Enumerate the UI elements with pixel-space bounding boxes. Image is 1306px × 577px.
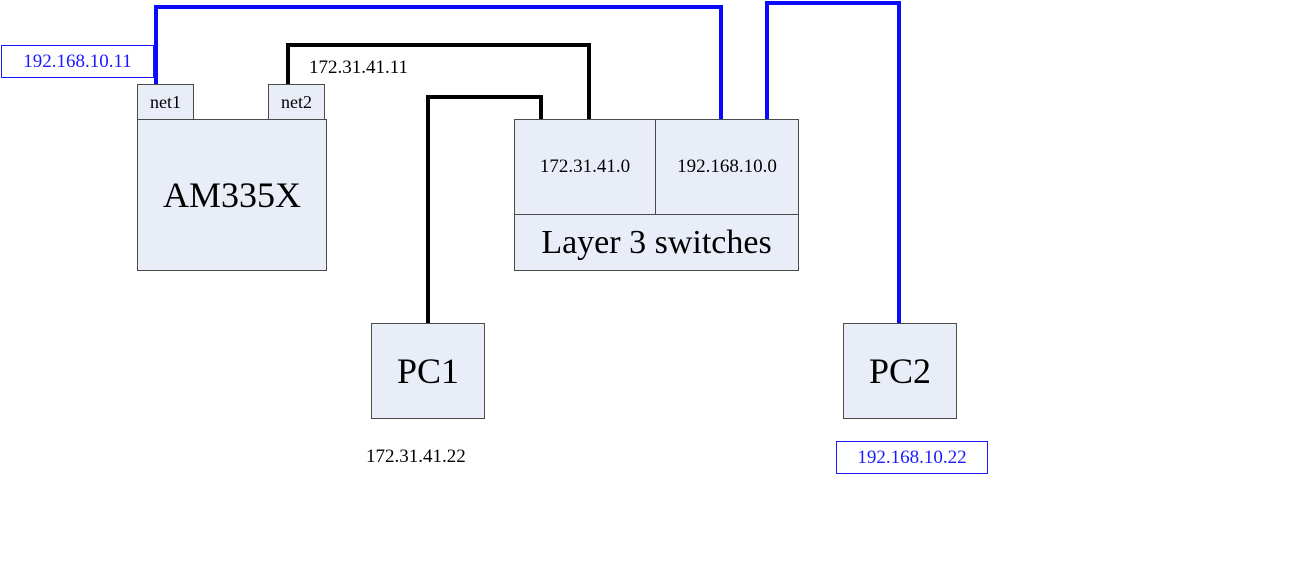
switch-subnet-a: 172.31.41.0	[539, 156, 631, 177]
pc2-ip-box: 192.168.10.22	[836, 441, 988, 474]
net1-ip-box: 192.168.10.11	[1, 45, 154, 78]
switch-label: Layer 3 switches	[541, 223, 772, 261]
am335x-device: AM335X	[137, 119, 327, 271]
switch-subnet-b: 192.168.10.0	[677, 156, 777, 177]
net2-port: net2	[268, 84, 325, 120]
pc1-device: PC1	[371, 323, 485, 419]
link-pc2-to-switch	[765, 1, 901, 324]
switch-subnet-b-cell: 192.168.10.0	[656, 120, 798, 215]
pc2-label: PC2	[868, 351, 932, 391]
pc1-label: PC1	[396, 351, 460, 391]
pc1-ip: 172.31.41.22	[366, 446, 466, 467]
pc2-ip: 192.168.10.22	[857, 446, 967, 468]
net1-port: net1	[137, 84, 194, 120]
net1-label: net1	[150, 91, 181, 112]
net1-ip: 192.168.10.11	[23, 50, 132, 72]
layer3-switch: 172.31.41.0 192.168.10.0 Layer 3 switche…	[514, 119, 799, 271]
am335x-label: AM335X	[162, 175, 301, 215]
switch-label-cell: Layer 3 switches	[515, 215, 798, 270]
link-net2-to-switch	[286, 43, 591, 120]
net2-ip: 172.31.41.11	[309, 57, 409, 78]
link-pc1-to-switch	[426, 95, 543, 324]
pc2-device: PC2	[843, 323, 957, 419]
link-net1-to-switch	[154, 5, 723, 120]
switch-subnet-a-cell: 172.31.41.0	[515, 120, 656, 215]
net2-label: net2	[281, 91, 312, 112]
